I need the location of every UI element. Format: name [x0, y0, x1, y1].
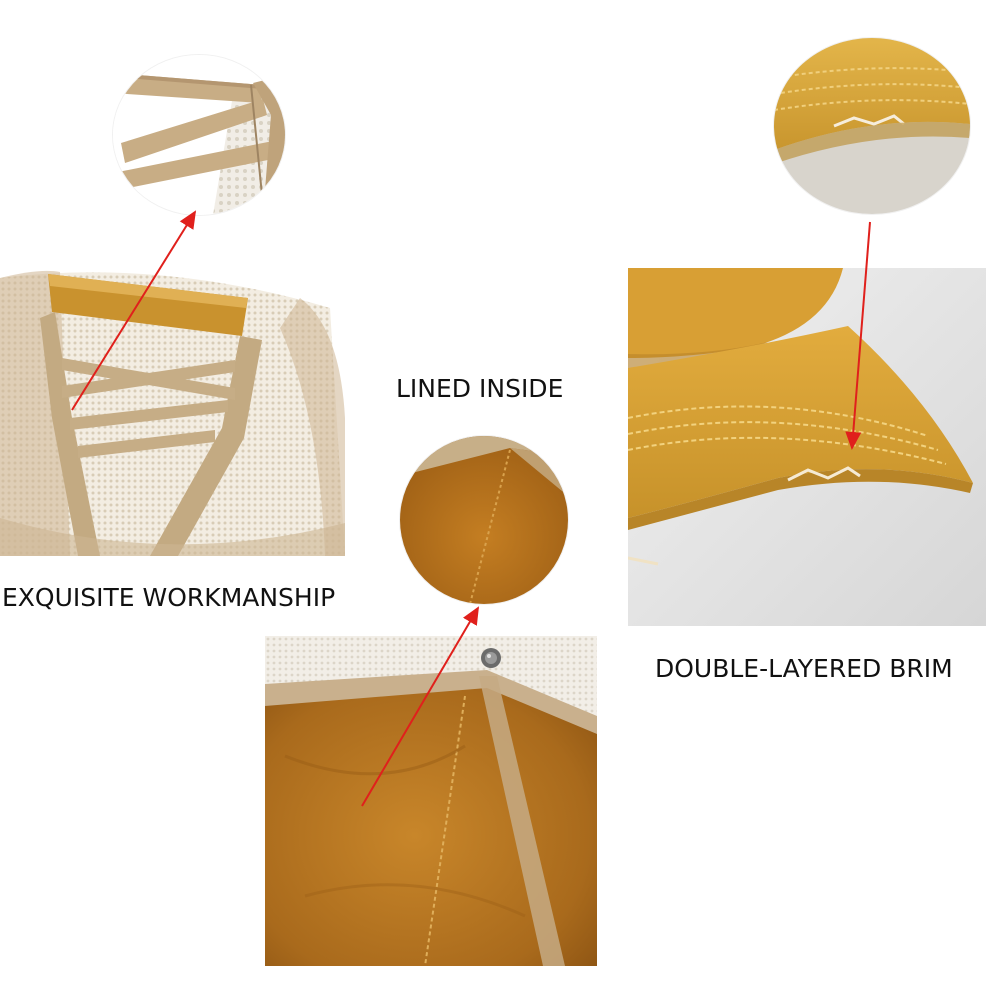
strap-closeup-circle [113, 55, 285, 215]
brim-closeup-circle [774, 38, 970, 214]
lining-interior-photo [265, 636, 597, 966]
brim-photo [628, 268, 986, 626]
double-layered-brim-label: DOUBLE-LAYERED BRIM [655, 654, 953, 683]
lined-inside-label: LINED INSIDE [396, 374, 564, 403]
strap-back-photo [0, 268, 345, 556]
workmanship-label: EXQUISITE WORKMANSHIP [2, 583, 336, 612]
lining-closeup-circle [400, 436, 568, 604]
